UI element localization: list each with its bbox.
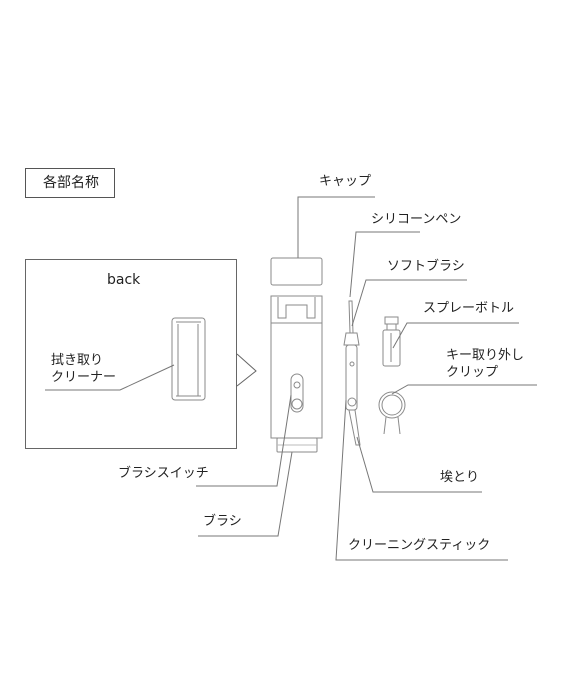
label-soft-brush: ソフトブラシ (387, 259, 465, 274)
back-box-callout (236, 353, 257, 387)
label-key-remover-clip-line1: キー取り外し (446, 348, 525, 363)
label-silicone-pen: シリコーンペン (371, 212, 462, 227)
leader-soft-brush (351, 279, 467, 327)
key-remover-clip-drawing (378, 391, 406, 435)
label-wiping-cleaner-line1: 拭き取り (51, 353, 104, 368)
label-wiping-cleaner-line2: クリーナー (51, 370, 117, 385)
label-cap: キャップ (319, 174, 372, 189)
label-dust-remover: 埃とり (440, 470, 480, 485)
title-box: 各部名称 (25, 168, 115, 198)
leader-spray-bottle (392, 322, 519, 349)
leader-wiping-cleaner (45, 364, 175, 391)
leader-silicone-pen (349, 231, 420, 298)
cleaning-stick-drawing (343, 300, 361, 446)
leader-dust-remover (356, 436, 482, 493)
cap-drawing (270, 257, 323, 286)
leader-cap (297, 196, 375, 258)
leader-brush-switch (196, 394, 292, 487)
label-cleaning-stick: クリーニングスティック (348, 538, 491, 553)
back-label: back (107, 272, 141, 288)
page-title: 各部名称 (43, 175, 99, 191)
label-brush-switch: ブラシスイッチ (118, 466, 209, 481)
label-key-remover-clip-line2: クリップ (446, 365, 499, 380)
label-spray-bottle: スプレーボトル (423, 301, 515, 316)
leader-cleaning-stick (335, 399, 508, 561)
spray-bottle-drawing (382, 316, 401, 367)
back-wiping-cleaner-drawing (171, 317, 206, 401)
main-device-drawing (270, 257, 323, 453)
label-brush: ブラシ (203, 514, 242, 529)
leader-key-remover-clip (391, 384, 537, 395)
leader-brush (198, 451, 293, 537)
back-view-box (25, 259, 237, 449)
brush-switch-drawing (290, 373, 304, 413)
